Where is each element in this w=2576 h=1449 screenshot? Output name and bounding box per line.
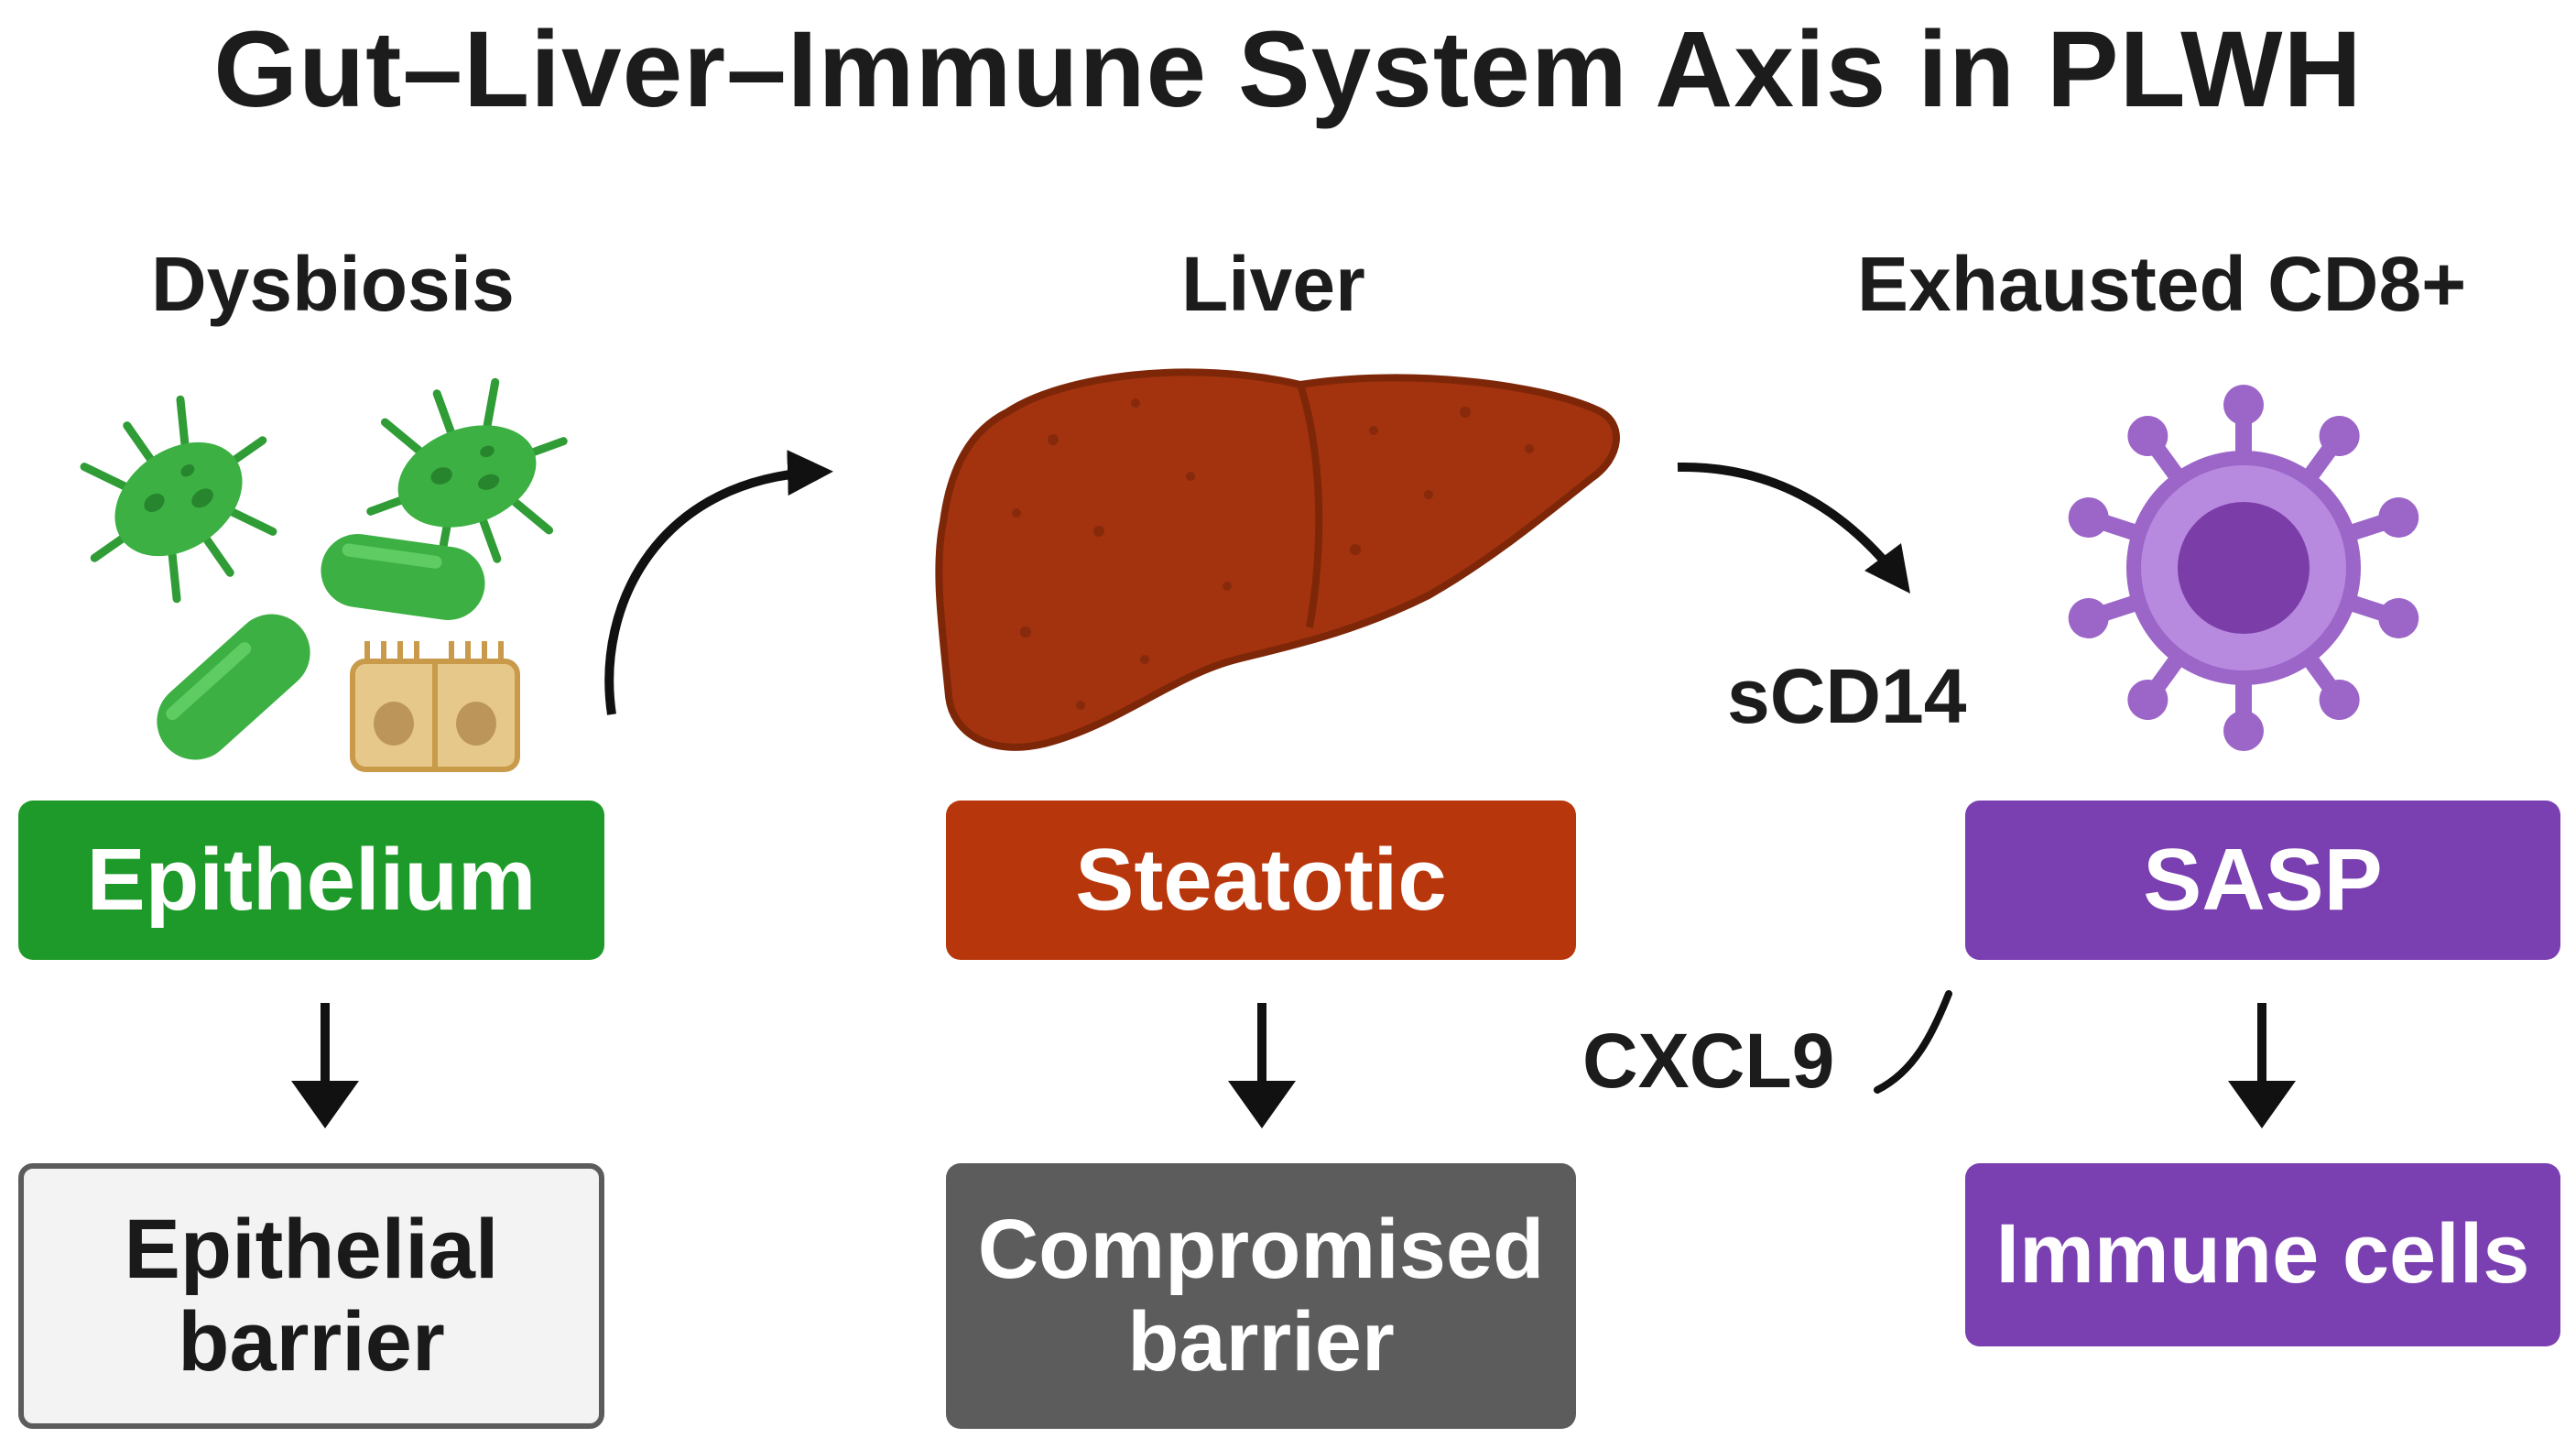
outcome-immune-cells: Immune cells (1965, 1163, 2560, 1346)
down-arrow-immune (2228, 1003, 2296, 1128)
heading-dysbiosis: Dysbiosis (151, 241, 515, 327)
bacteria-icon (366, 377, 568, 575)
down-arrow-gut (291, 1003, 359, 1128)
label-steatotic: Steatotic (946, 801, 1576, 960)
label-epithelium: Epithelium (18, 801, 604, 960)
down-arrow-liver (1228, 1003, 1296, 1128)
bacteria-icon (80, 395, 277, 604)
diagram-title: Gut–Liver–Immune System Axis in PLWH (213, 9, 2363, 130)
outcome-epithelial-barrier: Epithelial barrier (18, 1163, 604, 1429)
heading-exhausted-cd8: Exhausted CD8+ (1857, 241, 2467, 327)
gut-to-liver-arrow (604, 450, 833, 715)
liver-to-immune-arrow (1677, 462, 1911, 594)
heading-liver: Liver (1181, 241, 1365, 327)
label-sasp: SASP (1965, 801, 2560, 960)
epithelial-cells-icon (350, 641, 520, 772)
rod-bacteria-icon (321, 534, 485, 620)
liver-icon (935, 368, 1620, 751)
label-cxcl9: CXCL9 (1582, 1018, 1835, 1104)
outcome-compromised-barrier: Compromised barrier (946, 1163, 1576, 1429)
label-scd14: sCD14 (1727, 653, 1967, 739)
cxcl9-connector (1874, 990, 1952, 1094)
immune-cell-icon (2068, 385, 2419, 751)
rod-bacteria-icon (157, 614, 310, 760)
